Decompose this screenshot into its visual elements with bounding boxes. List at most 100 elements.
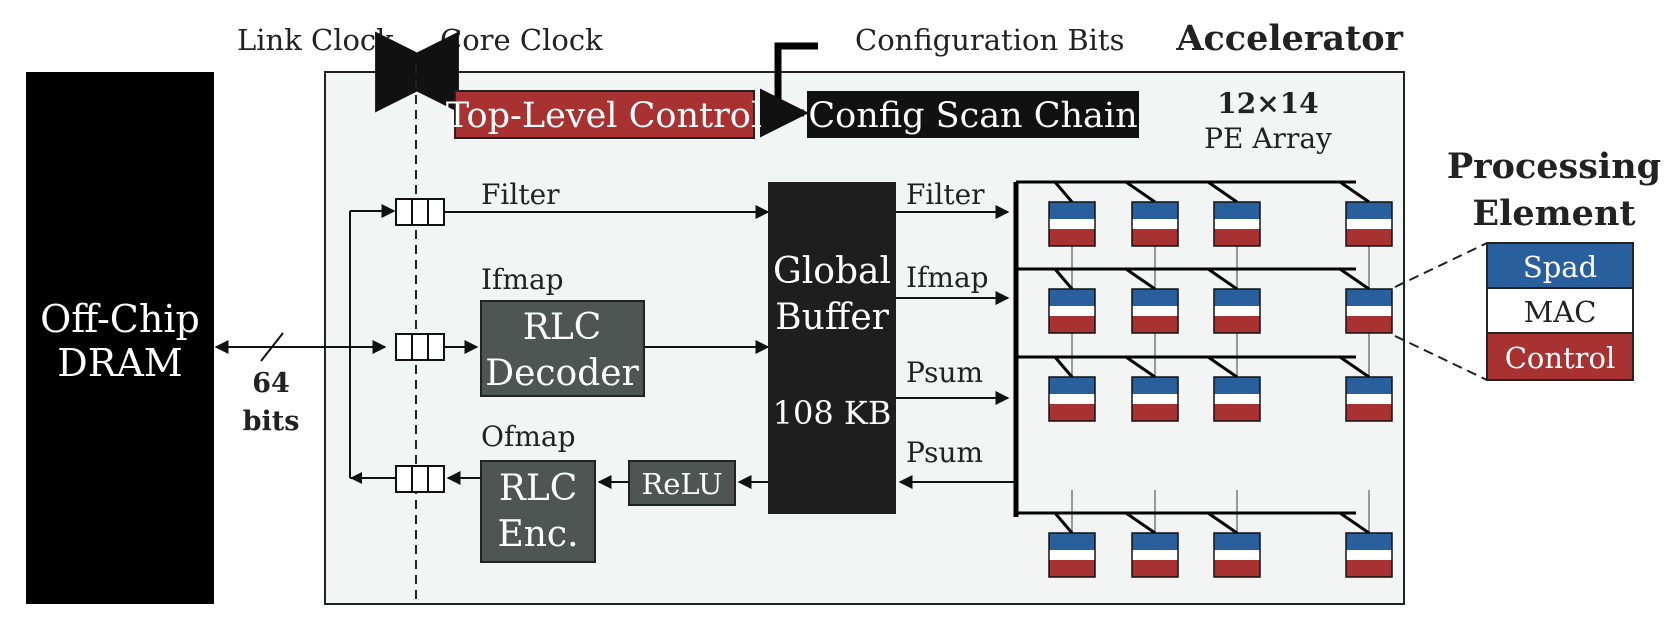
- pe-control-band: [1346, 229, 1392, 246]
- pe-detail-spad-label: Spad: [1523, 250, 1597, 284]
- ofmap-out-label: Ofmap: [481, 420, 576, 453]
- pe-control-band: [1132, 404, 1178, 421]
- relu-label: ReLU: [641, 467, 722, 501]
- config-bits-arrow: [759, 42, 818, 138]
- pe-spad-band: [1346, 202, 1392, 219]
- config-scan-chain-label: Config Scan Chain: [808, 96, 1137, 136]
- processing-element: [1131, 288, 1179, 334]
- pe-control-band: [1132, 560, 1178, 577]
- pe-bus-tap: [1339, 267, 1370, 291]
- pe-spad-band: [1049, 533, 1095, 550]
- relu-box: [628, 460, 736, 506]
- pe-bus-tap: [1125, 267, 1156, 291]
- pe-spad-band: [1132, 377, 1178, 394]
- pe-mac-band: [1346, 394, 1392, 404]
- pe-spad-band: [1132, 202, 1178, 219]
- dram-label-line1: Off-Chip: [40, 297, 200, 341]
- pe-bus-tap: [1339, 511, 1370, 535]
- ifmap-fifo: [395, 333, 445, 361]
- pe-spad-band: [1346, 377, 1392, 394]
- config-bits-label: Configuration Bits: [855, 23, 1124, 57]
- pe-control-band: [1214, 316, 1260, 333]
- pe-mac-band: [1346, 306, 1392, 316]
- pe-bus-tap: [1053, 356, 1074, 378]
- pe-bus-tap: [1125, 511, 1156, 535]
- pe-mac-band: [1214, 306, 1260, 316]
- pe-detail-title-line2: Element: [1472, 193, 1635, 234]
- pe-bus-tap: [1207, 511, 1238, 535]
- rlc-encoder-line2: Enc.: [497, 514, 578, 555]
- pe-bus-tap: [1125, 180, 1156, 204]
- processing-element: [1048, 201, 1096, 247]
- pe-control-band: [1049, 316, 1095, 333]
- pe-mac-band: [1049, 219, 1095, 229]
- filter-in-label: Filter: [481, 178, 560, 211]
- processing-element: [1131, 201, 1179, 247]
- pe-bus-tap: [1207, 267, 1238, 291]
- pe-mac-band: [1214, 219, 1260, 229]
- ofmap-arrow-head: [350, 472, 362, 484]
- pe-mac-band: [1214, 394, 1260, 404]
- bus-width-value: 64: [252, 368, 290, 399]
- dram-block: [26, 72, 214, 604]
- pe-array-dims: 12×14: [1217, 87, 1318, 120]
- pe-spad-band: [1214, 202, 1260, 219]
- global-buffer-line1: Global: [773, 251, 891, 292]
- processing-element: [1213, 201, 1261, 247]
- pe-control-band: [1214, 404, 1260, 421]
- config-scan-chain-box: [807, 91, 1139, 138]
- rlc-decoder-line2: Decoder: [485, 353, 639, 394]
- pe-mac-band: [1132, 219, 1178, 229]
- gb-psum-in-label: Psum: [906, 436, 983, 469]
- processing-element: [1213, 288, 1261, 334]
- pe-spad-band: [1214, 289, 1260, 306]
- processing-element: [1048, 532, 1096, 578]
- pe-detail-title-line1: Processing: [1447, 146, 1661, 187]
- global-buffer-size: 108 KB: [773, 394, 892, 432]
- processing-element: [1048, 288, 1096, 334]
- pe-control-band: [1214, 229, 1260, 246]
- pe-detail-mac: [1486, 287, 1634, 334]
- pe-mac-band: [1049, 550, 1095, 560]
- link-clock-label: Link Clock: [237, 23, 394, 57]
- pe-mac-band: [1132, 550, 1178, 560]
- pe-detail-leader-bottom: [1394, 335, 1488, 381]
- processing-element: [1213, 532, 1261, 578]
- pe-bus-tap: [1339, 180, 1370, 204]
- ofmap-fifo: [395, 465, 445, 493]
- pe-spad-band: [1049, 202, 1095, 219]
- pe-control-band: [1214, 560, 1260, 577]
- processing-element: [1345, 376, 1393, 422]
- dram-label-line2: DRAM: [57, 341, 182, 385]
- processing-element: [1345, 532, 1393, 578]
- rlc-encoder-line1: RLC: [499, 468, 578, 509]
- gb-ifmap-label: Ifmap: [906, 261, 989, 294]
- pe-spad-band: [1132, 533, 1178, 550]
- pe-spad-band: [1049, 289, 1095, 306]
- pe-spad-band: [1132, 289, 1178, 306]
- pe-bus-tap: [1125, 355, 1156, 379]
- pe-control-band: [1049, 404, 1095, 421]
- gb-psum-out-label: Psum: [906, 356, 983, 389]
- filter-fifo: [395, 198, 445, 226]
- pe-mac-band: [1132, 306, 1178, 316]
- rlc-decoder-box: [480, 300, 645, 397]
- global-buffer-line2: Buffer: [775, 297, 890, 338]
- pe-bus-tap: [1207, 180, 1238, 204]
- top-level-control-box: [454, 90, 755, 139]
- pe-detail-spad: [1486, 242, 1634, 289]
- core-clock-label: Core Clock: [440, 23, 603, 57]
- processing-element: [1131, 376, 1179, 422]
- pe-bus-tap: [1053, 181, 1074, 203]
- pe-spad-band: [1214, 377, 1260, 394]
- processing-element: [1131, 532, 1179, 578]
- bus-width-unit: bits: [243, 406, 300, 437]
- pe-mac-band: [1214, 550, 1260, 560]
- processing-element: [1345, 201, 1393, 247]
- global-buffer-box: [768, 182, 896, 514]
- pe-mac-band: [1132, 394, 1178, 404]
- bus-width-slash: [260, 332, 284, 362]
- pe-control-band: [1346, 560, 1392, 577]
- pe-array: [1013, 180, 1393, 578]
